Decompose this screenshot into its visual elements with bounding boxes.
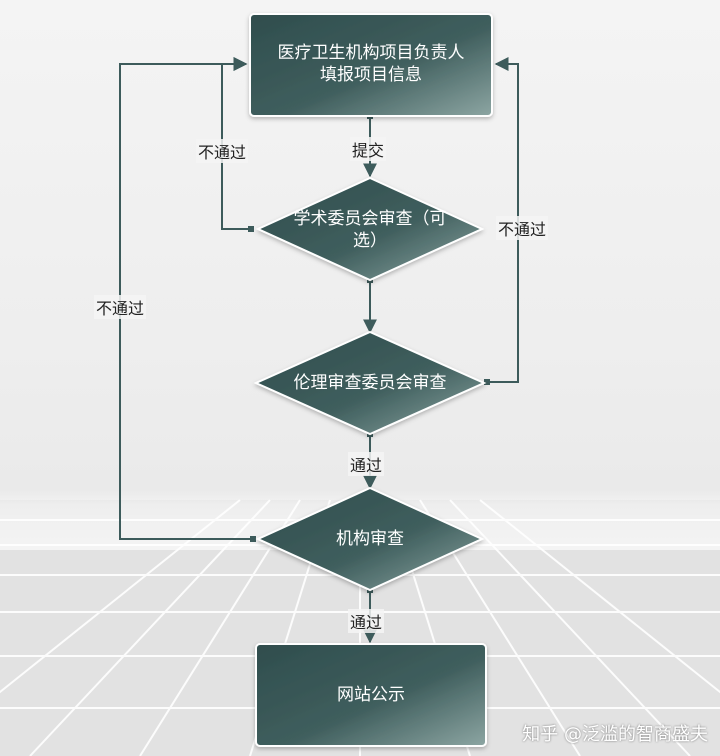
edge-label-ethics-pass: 通过 bbox=[348, 452, 385, 476]
node-institution-review-line1: 机构审查 bbox=[336, 529, 404, 549]
node-ethics-review-line1: 伦理审查委员会审查 bbox=[293, 373, 447, 393]
node-institution-review-shape bbox=[255, 486, 485, 592]
node-fill-form-line1: 医疗卫生机构项目负责人 bbox=[277, 43, 465, 63]
edge-label-institution-pass: 通过 bbox=[348, 609, 385, 633]
node-academic-review-line2: 选） bbox=[353, 231, 387, 251]
edge-label-academic-reject: 不通过 bbox=[196, 139, 249, 163]
node-institution-review: 机构审查 bbox=[258, 528, 482, 550]
edge-label-submit: 提交 bbox=[350, 137, 387, 161]
watermark: 知乎 @泛滥的智商盛夫 bbox=[522, 724, 708, 745]
node-ethics-review-shape bbox=[253, 330, 487, 436]
node-website-publicity-shape bbox=[255, 643, 487, 747]
node-fill-form: 医疗卫生机构项目负责人 填报项目信息 bbox=[250, 42, 492, 86]
node-fill-form-line2: 填报项目信息 bbox=[320, 65, 422, 85]
edge-label-institution-reject: 不通过 bbox=[94, 295, 147, 319]
connection-point bbox=[484, 379, 490, 385]
node-ethics-review: 伦理审查委员会审查 bbox=[256, 372, 484, 394]
node-website-publicity-line1: 网站公示 bbox=[337, 685, 405, 705]
node-academic-review-shape bbox=[255, 176, 485, 282]
connection-point bbox=[250, 536, 256, 542]
edge-label-ethics-reject: 不通过 bbox=[496, 216, 549, 240]
node-academic-review: 学术委员会审查（可 选） bbox=[262, 208, 478, 252]
node-website-publicity: 网站公示 bbox=[256, 684, 486, 706]
node-fill-form-shape bbox=[249, 13, 493, 117]
node-academic-review-line1: 学术委员会审查（可 bbox=[293, 209, 447, 229]
connection-point bbox=[248, 226, 254, 232]
